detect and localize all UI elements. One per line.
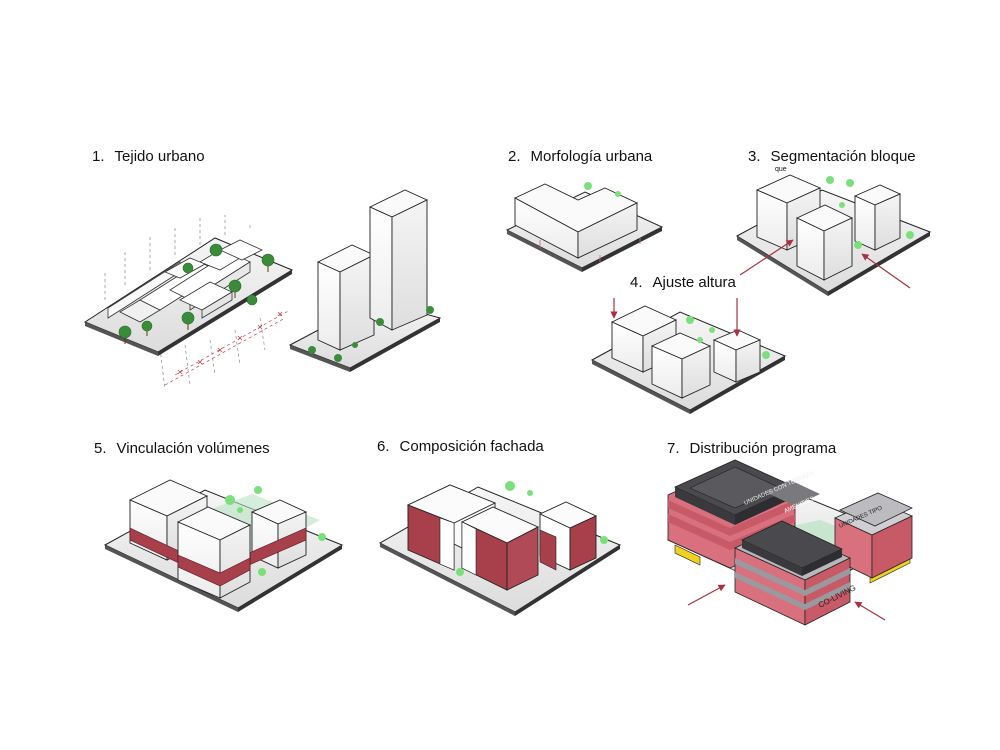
step-1-towers [288,189,442,372]
step-4-title: 4.Ajuste altura [630,274,736,291]
step-2-morphology [505,182,664,272]
step-5-linking [103,479,344,612]
step-7-title: 7.Distribución programa [667,440,837,457]
step-2-title: 2.Morfología urbana [508,148,653,165]
step-1-urban-fabric [83,215,294,391]
step-3-title: 3.Segmentación bloque [748,148,916,165]
step-3-segmentation [736,174,932,296]
step-6-title: 6.Composición fachada [377,438,544,455]
step-4-height-adjust [590,298,787,414]
step-6-facade [378,481,622,616]
step-5-title: 5.Vinculación volúmenes [94,440,270,457]
step-7-program: UNIDADES CON TERRAZA AMENITIES UNIDADES … [666,459,913,626]
annotation-que: que [775,166,787,173]
step-1-title: 1.Tejido urbano [92,148,205,165]
